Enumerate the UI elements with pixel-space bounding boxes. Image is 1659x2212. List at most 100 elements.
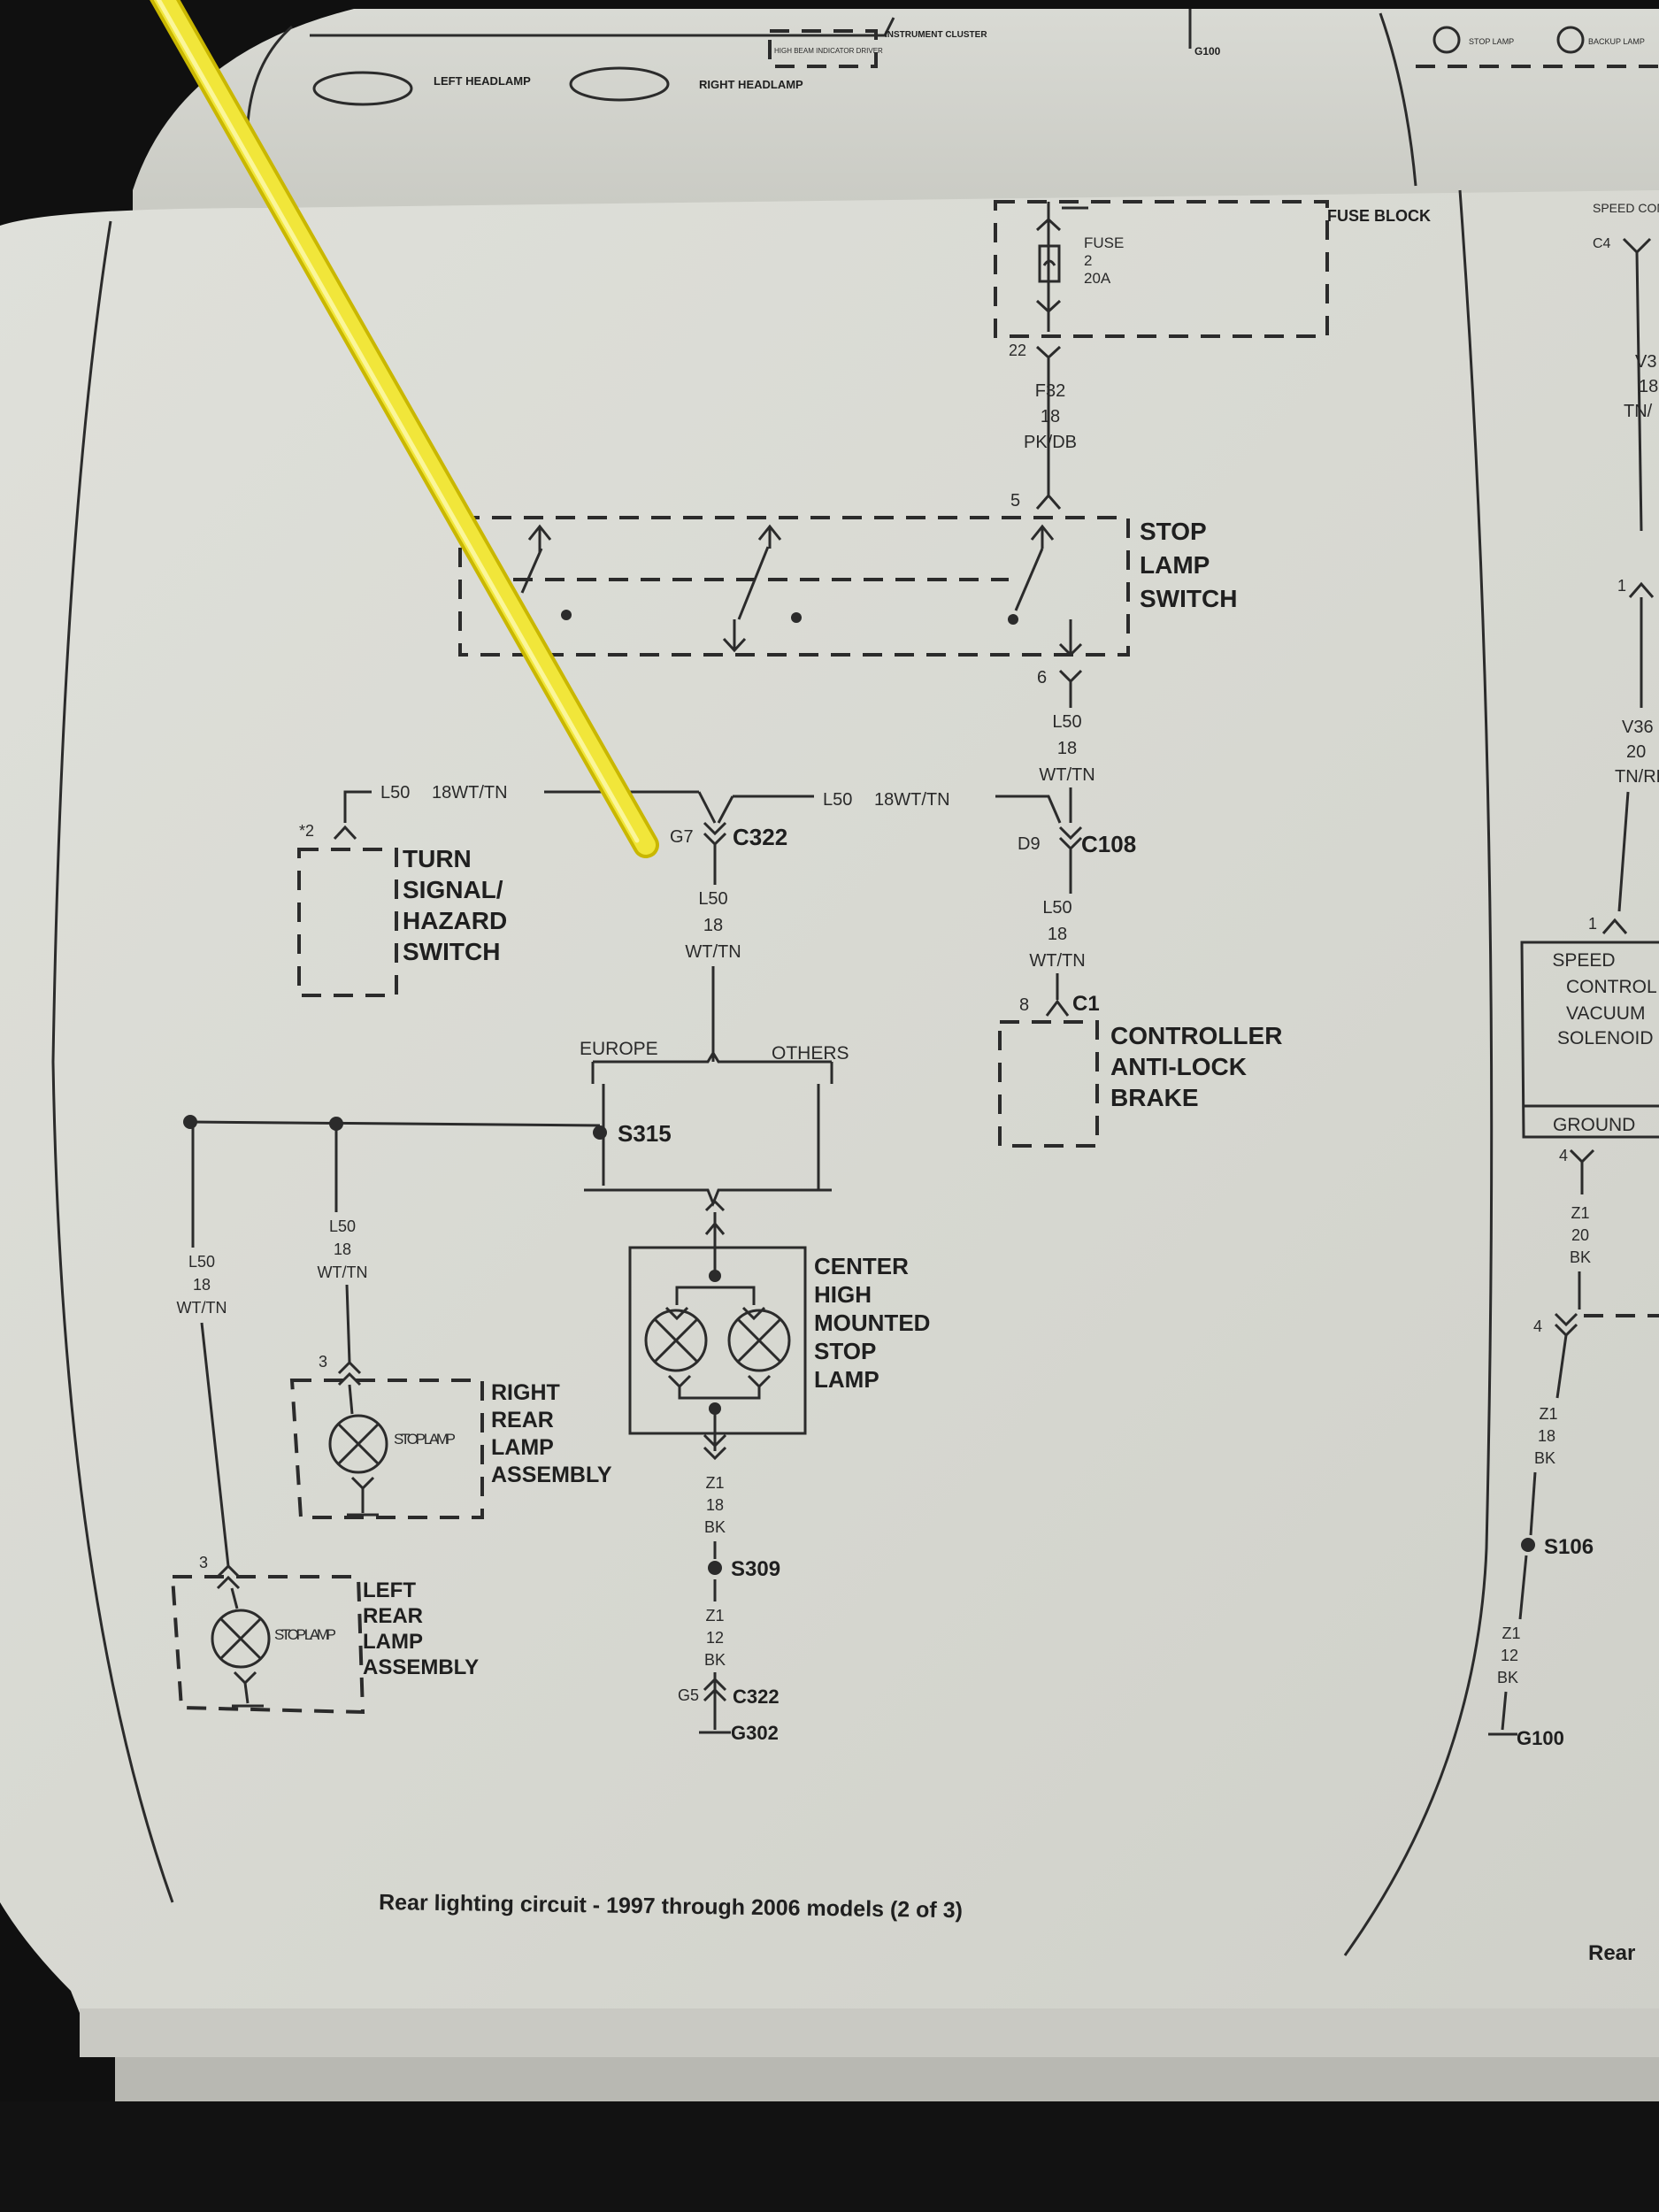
s315-europe: EUROPE — [580, 1039, 658, 1059]
wire-c322-circuit: L50 — [698, 889, 727, 909]
fuse-block: FUSE 2 20A FUSE BLOCK 22 — [994, 200, 1431, 360]
fuse-number: 2 — [1084, 252, 1092, 269]
left-headlamp-label: LEFT HEADLAMP — [434, 74, 531, 88]
wire-right-rear-circuit: L50 — [329, 1217, 356, 1235]
wire-l50-left-circuit: L50 — [380, 783, 410, 803]
right-z1-18-circuit: Z1 — [1539, 1405, 1557, 1423]
left-rear-line1: LEFT — [363, 1578, 416, 1602]
stop-switch-pin-in: 5 — [1010, 491, 1020, 511]
c108-name: C108 — [1081, 831, 1136, 857]
right-v36-color: TN/RD — [1615, 767, 1659, 787]
right-rear-line1: RIGHT — [491, 1380, 560, 1405]
chmsl-bulb-left-icon — [644, 1309, 708, 1372]
right-caption-fragment: Rear — [1588, 1941, 1635, 1965]
solenoid-ground-label: GROUND — [1553, 1115, 1635, 1135]
wire-f32-circuit: F32 — [1035, 381, 1065, 401]
right-pin1: 1 — [1617, 577, 1626, 595]
c322-name: C322 — [733, 824, 787, 850]
solenoid-line2: CONTROL — [1566, 977, 1657, 997]
right-v3-color: TN/ — [1624, 402, 1653, 421]
chmsl-box — [628, 1246, 807, 1435]
wire-f32-label: F32 18 PK/DB — [1024, 381, 1077, 452]
right-v36-gauge: 20 — [1626, 742, 1646, 762]
top-page — [133, 9, 1659, 230]
wire-right-rear-gauge: 18 — [334, 1240, 351, 1258]
abs-pin: 8 — [1019, 995, 1029, 1015]
stop-switch-pin-out: 6 — [1037, 668, 1047, 687]
right-z1-12-color: BK — [1497, 1669, 1518, 1686]
c108-pin: D9 — [1018, 834, 1041, 854]
turn-switch-line4: SWITCH — [403, 938, 500, 965]
vacuum-label-top: SPEED CONTROL VACUUM SOLENOID — [1593, 201, 1659, 215]
chmsl-line3: MOUNTED — [814, 1310, 930, 1336]
chmsl-bulb-right-icon — [727, 1309, 791, 1372]
abs-line2: ANTI-LOCK — [1110, 1053, 1247, 1080]
left-rear-line4: ASSEMBLY — [363, 1655, 479, 1679]
right-rear-line3: LAMP — [491, 1435, 554, 1460]
wire-z1-12-gauge: 12 — [706, 1629, 724, 1647]
right-z1-20-gauge: 20 — [1571, 1226, 1589, 1244]
right-z1-20-circuit: Z1 — [1571, 1204, 1589, 1222]
right-page-diagram: SPEED CONTROL VACUUM SOLENOID C4 V3 18 T… — [1488, 201, 1659, 1965]
right-z1-12-gauge: 12 — [1501, 1647, 1518, 1664]
left-rear-bulb-icon — [211, 1609, 271, 1669]
wire-c322-gauge: 18 — [703, 916, 723, 935]
stop-switch-line1: STOP — [1140, 518, 1207, 545]
wire-c322-color: WT/TN — [685, 942, 741, 962]
wire-right-rear-color: WT/TN — [318, 1263, 368, 1281]
turn-switch-line3: HAZARD — [403, 907, 507, 934]
abs-line1: CONTROLLER — [1110, 1022, 1282, 1049]
s309-dot — [708, 1561, 722, 1575]
solenoid-line3: VACUUM — [1566, 1003, 1645, 1024]
wire-z1-12-color: BK — [704, 1651, 726, 1669]
right-pin4b: 4 — [1533, 1317, 1542, 1335]
g5-connector: C322 — [733, 1686, 780, 1708]
right-z1-20-color: BK — [1570, 1248, 1591, 1266]
connector-c108: D9 C108 — [995, 795, 1136, 894]
right-rear-line2: REAR — [491, 1408, 554, 1432]
wire-l50-switch-color: WT/TN — [1039, 765, 1094, 785]
right-g100-label: G100 — [1517, 1727, 1564, 1749]
left-rear-pin: 3 — [199, 1554, 208, 1571]
wire-z1-18-color: BK — [704, 1518, 726, 1536]
instrument-cluster-label: INSTRUMENT CLUSTER — [885, 30, 987, 40]
right-rear-pin: 3 — [319, 1353, 327, 1371]
left-rear-line3: LAMP — [363, 1630, 423, 1654]
wire-left-rear-color: WT/TN — [177, 1299, 227, 1317]
abs-controller: 8 C1 CONTROLLER ANTI-LOCK BRAKE — [998, 992, 1282, 1148]
c322-pin: G7 — [670, 827, 694, 847]
top-stop-lamp-label: STOP LAMP — [1469, 37, 1514, 46]
wire-l50-right-circuit: L50 — [823, 790, 852, 810]
top-backup-lamp-label: BACKUP LAMP — [1588, 37, 1645, 46]
abs-connector: C1 — [1072, 992, 1100, 1016]
splice-s315: EUROPE OTHERS S315 — [580, 1039, 849, 1208]
yellow-pointer — [150, 0, 659, 858]
wire-l50-left-spec: 18WT/TN — [432, 783, 508, 803]
s309-label: S309 — [731, 1557, 780, 1581]
fuse-label: FUSE — [1084, 234, 1124, 251]
turn-switch-pin: *2 — [299, 822, 314, 840]
solenoid-line1: SPEED — [1552, 950, 1615, 971]
connector-c322: G7 C322 — [670, 821, 787, 885]
g302-label: G302 — [731, 1722, 779, 1744]
wire-z1-18-circuit: Z1 — [705, 1474, 724, 1492]
top-ground-label: G100 — [1194, 45, 1221, 58]
fuse-icon — [1038, 244, 1061, 283]
wire-l50-switch-gauge: 18 — [1057, 739, 1077, 758]
fuse-block-label: FUSE BLOCK — [1327, 207, 1431, 225]
left-rear-line2: REAR — [363, 1604, 423, 1628]
chmsl-line5: LAMP — [814, 1366, 879, 1393]
right-z1-18-color: BK — [1534, 1449, 1555, 1467]
s106-dot — [1521, 1538, 1535, 1552]
chmsl-line2: HIGH — [814, 1281, 872, 1308]
wire-f32-gauge: 18 — [1041, 407, 1060, 426]
turn-signal-hazard-switch: *2 TURN SIGNAL/ HAZARD SWITCH — [297, 822, 507, 997]
right-v3-circuit: V3 — [1635, 352, 1656, 372]
g5-pin: G5 — [678, 1686, 699, 1704]
stop-switch-line3: SWITCH — [1140, 585, 1237, 612]
turn-switch-line1: TURN — [403, 845, 472, 872]
right-c4: C4 — [1593, 236, 1611, 251]
top-page-diagram: LEFT HEADLAMP RIGHT HEADLAMP HIGH BEAM I… — [310, 9, 1659, 106]
left-headlamp-icon — [312, 71, 413, 106]
